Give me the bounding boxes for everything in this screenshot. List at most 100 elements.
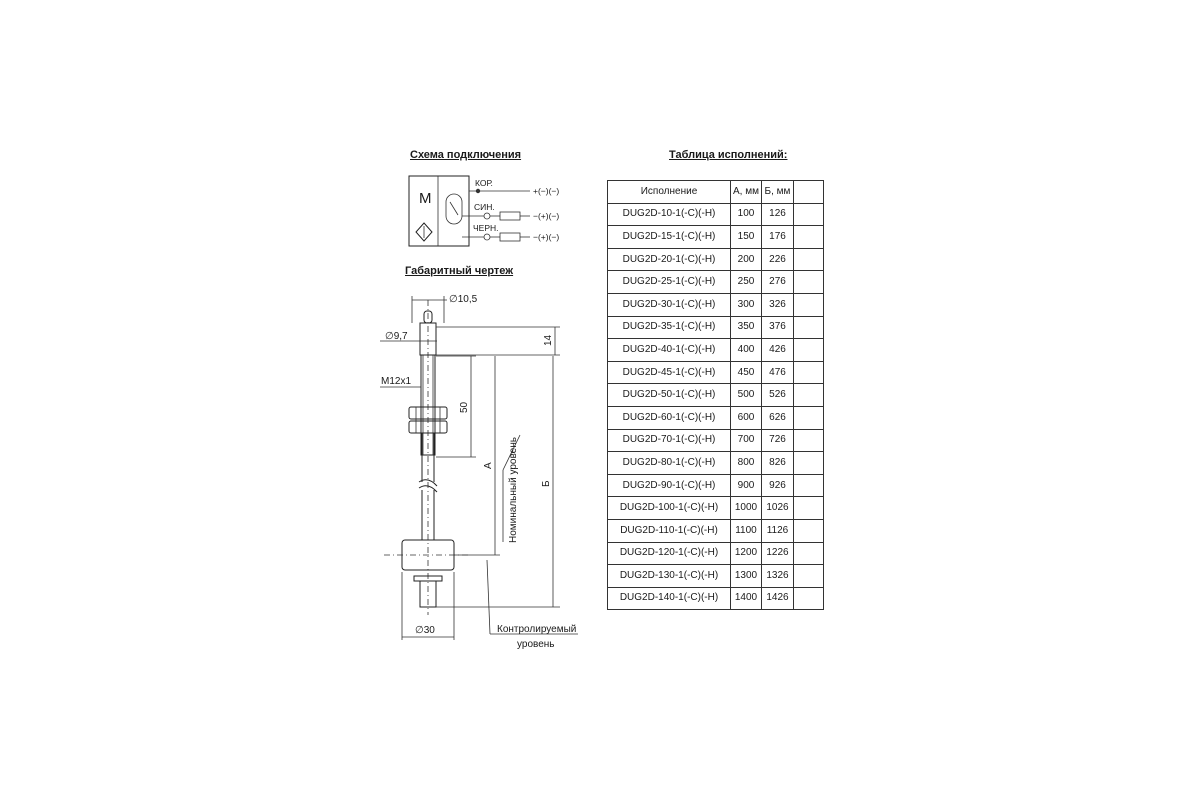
cell-variant: DUG2D-20-1(-C)(-H) <box>607 247 731 272</box>
cell-empty <box>792 496 824 520</box>
cell-variant: DUG2D-35-1(-C)(-H) <box>607 315 731 340</box>
cell-variant: DUG2D-40-1(-C)(-H) <box>607 338 731 362</box>
cell-variant: DUG2D-45-1(-C)(-H) <box>607 360 731 385</box>
dim-14: 14 <box>543 334 554 346</box>
cell-empty <box>792 473 824 498</box>
cell-variant: DUG2D-80-1(-C)(-H) <box>607 451 731 475</box>
cell-empty <box>792 338 824 362</box>
cell-a: 900 <box>730 473 762 498</box>
cell-b: 276 <box>760 270 794 294</box>
reed-contact-icon <box>445 193 463 225</box>
dim-a: А <box>483 462 494 469</box>
dim-thread: M12x1 <box>381 376 411 387</box>
cell-variant: DUG2D-15-1(-C)(-H) <box>607 225 731 249</box>
cell-b: 476 <box>760 360 794 385</box>
cell-b: 226 <box>760 247 794 272</box>
cell-b: 176 <box>760 225 794 249</box>
cell-variant: DUG2D-50-1(-C)(-H) <box>607 383 731 407</box>
cell-b: 1426 <box>760 586 794 611</box>
cell-a: 1400 <box>730 586 762 611</box>
wire-1-name: КОР. <box>475 178 493 188</box>
sensor-outline <box>384 300 470 615</box>
cell-variant: DUG2D-110-1(-C)(-H) <box>607 518 731 543</box>
cell-variant: DUG2D-140-1(-C)(-H) <box>607 586 731 611</box>
cell-b: 626 <box>760 405 794 430</box>
cell-a: 350 <box>730 315 762 340</box>
cell-a: 100 <box>730 202 762 227</box>
wire-2-resistor <box>499 211 521 221</box>
cell-b: 426 <box>760 338 794 362</box>
cell-empty <box>792 586 824 611</box>
header-a: А, мм <box>730 180 762 204</box>
nut-upper <box>408 406 448 420</box>
wire-3-polarity: −(+)(−) <box>533 232 559 242</box>
cell-variant: DUG2D-10-1(-C)(-H) <box>607 202 731 227</box>
dim-d-top: ∅10,5 <box>449 294 478 305</box>
break-mark <box>418 479 438 487</box>
nut-lower <box>408 420 448 434</box>
cell-a: 600 <box>730 405 762 430</box>
cell-a: 1200 <box>730 541 762 566</box>
header-variant: Исполнение <box>607 180 731 204</box>
rod-end <box>419 580 437 608</box>
cell-empty <box>792 564 824 588</box>
sensor-symbol-icon <box>415 222 433 242</box>
cell-a: 500 <box>730 383 762 407</box>
cell-b: 926 <box>760 473 794 498</box>
cell-empty <box>792 247 824 272</box>
cell-empty <box>792 405 824 430</box>
dimension-lines: ∅10,5 ∅9,7 14 M12x1 50 А Номинальный уро… <box>380 294 578 650</box>
wire-2-polarity: −(+)(−) <box>533 211 559 221</box>
cell-b: 526 <box>760 383 794 407</box>
cell-b: 376 <box>760 315 794 340</box>
cell-b: 826 <box>760 451 794 475</box>
cell-empty <box>792 315 824 340</box>
wire-3-name: ЧЕРН. <box>473 223 499 233</box>
cell-variant: DUG2D-25-1(-C)(-H) <box>607 270 731 294</box>
cell-empty <box>792 428 824 453</box>
cell-variant: DUG2D-70-1(-C)(-H) <box>607 428 731 453</box>
table-heading: Таблица исполнений: <box>669 149 788 161</box>
cell-a: 400 <box>730 338 762 362</box>
cell-a: 300 <box>730 292 762 317</box>
cell-empty <box>792 360 824 385</box>
module-letter: М <box>419 190 432 207</box>
dim-50: 50 <box>459 401 470 413</box>
cell-a: 150 <box>730 225 762 249</box>
cell-variant: DUG2D-30-1(-C)(-H) <box>607 292 731 317</box>
header-b: Б, мм <box>760 180 794 204</box>
table-header-row: Исполнение А, мм Б, мм <box>607 180 824 204</box>
controlled-level-label-2: уровень <box>517 639 555 650</box>
sensor-housing <box>408 175 470 247</box>
cell-empty <box>792 292 824 317</box>
threaded-rod <box>420 354 436 456</box>
cell-a: 450 <box>730 360 762 385</box>
cell-empty <box>792 451 824 475</box>
cell-empty <box>792 270 824 294</box>
nominal-level-label: Номинальный уровень <box>508 437 519 543</box>
cell-b: 1126 <box>760 518 794 543</box>
wire-1-polarity: +(−)(−) <box>533 186 559 196</box>
cell-a: 1300 <box>730 564 762 588</box>
cell-b: 1326 <box>760 564 794 588</box>
cell-variant: DUG2D-120-1(-C)(-H) <box>607 541 731 566</box>
cell-empty <box>792 225 824 249</box>
header-empty <box>792 180 824 204</box>
cell-variant: DUG2D-90-1(-C)(-H) <box>607 473 731 498</box>
cell-variant: DUG2D-130-1(-C)(-H) <box>607 564 731 588</box>
cell-empty <box>792 518 824 543</box>
